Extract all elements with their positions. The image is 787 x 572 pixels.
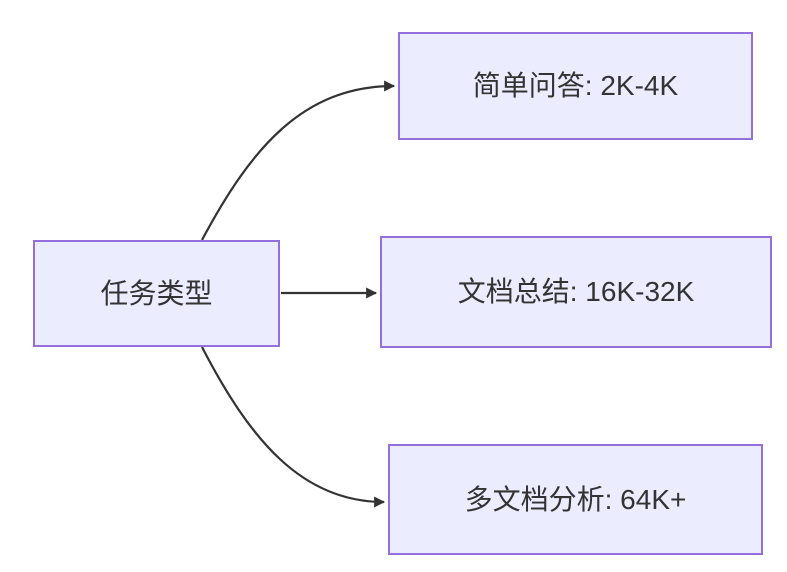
node-doc-summary-label: 文档总结: 16K-32K — [457, 276, 695, 308]
node-task-type: 任务类型 — [33, 240, 280, 347]
edge-root-to-branch2 — [201, 346, 386, 508]
node-multi-doc-analysis-label: 多文档分析: 64K+ — [464, 483, 687, 515]
node-simple-qa-label: 简单问答: 2K-4K — [472, 70, 679, 102]
node-multi-doc-analysis: 多文档分析: 64K+ — [388, 444, 763, 555]
edge-root-to-branch0 — [201, 80, 396, 241]
node-simple-qa: 简单问答: 2K-4K — [398, 32, 753, 140]
node-task-type-label: 任务类型 — [100, 277, 213, 309]
node-doc-summary: 文档总结: 16K-32K — [380, 236, 772, 348]
